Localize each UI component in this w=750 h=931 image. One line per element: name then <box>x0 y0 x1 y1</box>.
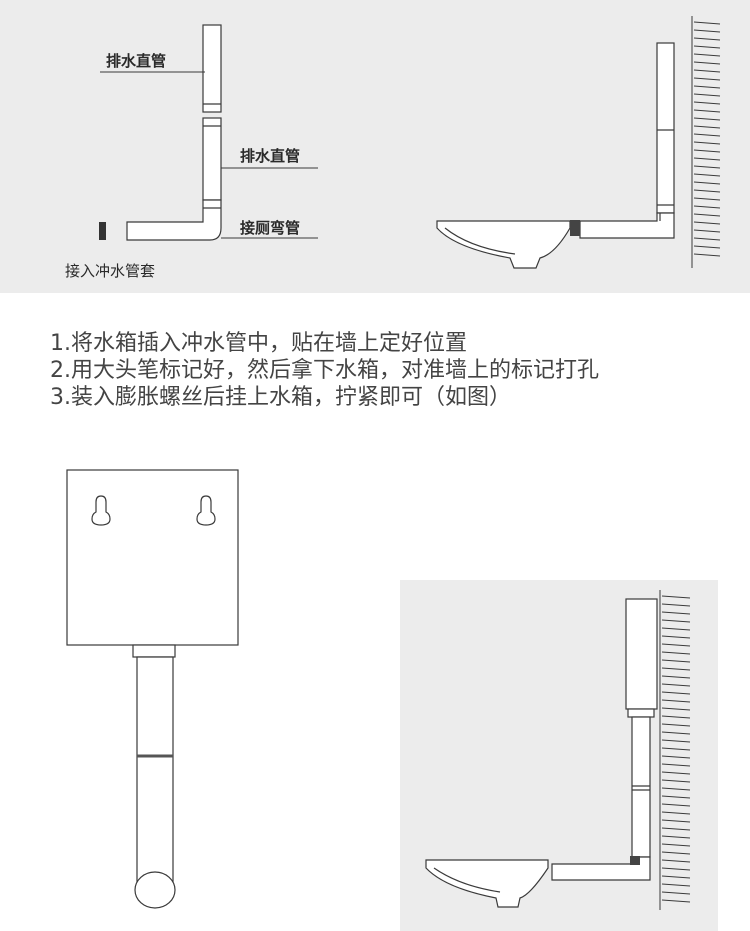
label-elbow-pipe: 接厕弯管 <box>240 219 301 237</box>
pipe-assembly-diagram <box>99 16 721 269</box>
installed-flush-pipe <box>631 716 651 858</box>
toilet-elbow-pipe <box>126 199 222 241</box>
hanger-hole-right <box>196 495 216 526</box>
label-drain-pipe-1: 排水直管 <box>106 52 167 70</box>
top-diagram-panel <box>0 0 750 293</box>
installed-tank <box>625 598 658 710</box>
step-3: 3.装入膨胀螺丝后挂上水箱，拧紧即可（如图） <box>50 385 511 410</box>
toilet-bowl <box>436 220 571 269</box>
hanger-hole-left <box>91 495 111 526</box>
label-drain-pipe-2: 排水直管 <box>240 147 301 165</box>
installed-connector <box>630 856 640 865</box>
flush-pipe-sleeve <box>99 222 106 240</box>
label-flush-sleeve: 接入冲水管套 <box>65 262 156 280</box>
step-2: 2.用大头笔标记好，然后拿下水箱，对准墙上的标记打孔 <box>50 358 599 383</box>
instruction-steps: 1.将水箱插入冲水管中，贴在墙上定好位置 2.用大头笔标记好，然后拿下水箱，对准… <box>50 330 750 411</box>
flush-pipe-end <box>134 871 176 909</box>
drain-pipe-upper <box>202 24 222 113</box>
connector-sleeve <box>570 220 580 236</box>
installed-bowl <box>425 859 549 908</box>
step-1: 1.将水箱插入冲水管中，贴在墙上定好位置 <box>50 331 467 356</box>
